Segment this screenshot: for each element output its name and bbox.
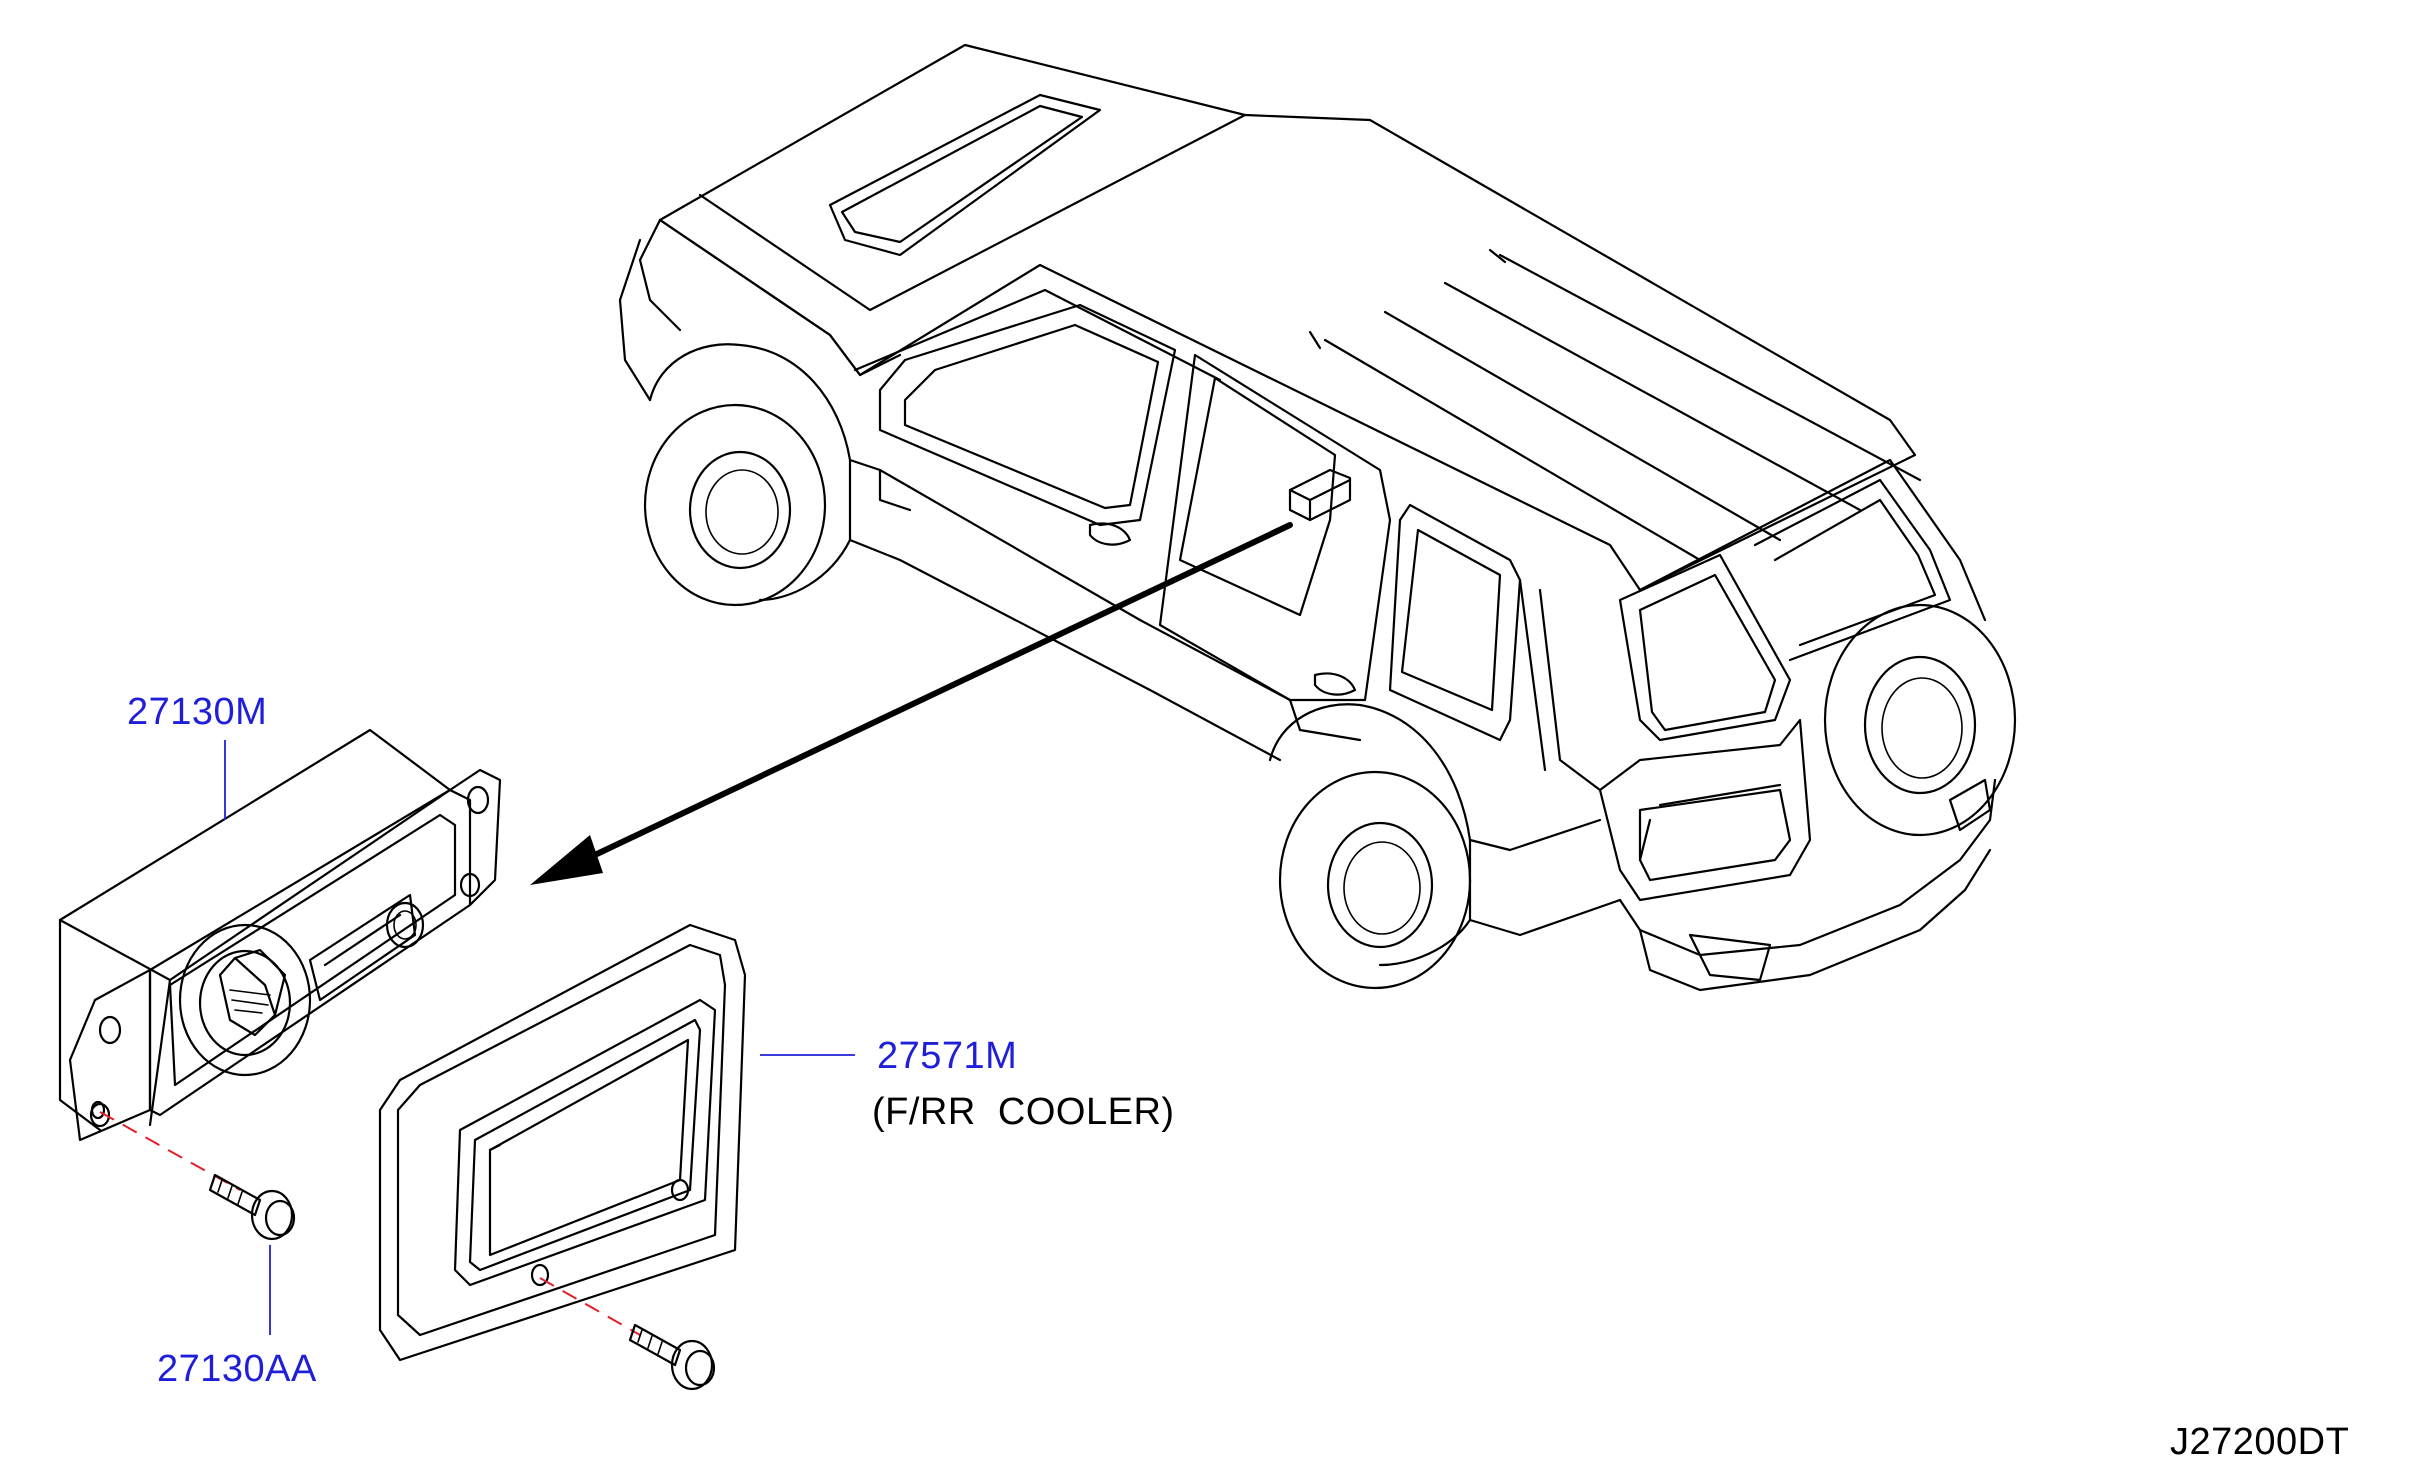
part-label-27571M: 27571M (877, 1035, 1018, 1077)
screw-27130AA (208, 1173, 296, 1241)
part-note-27571M: (F/RR COOLER) (872, 1091, 1175, 1133)
bezel-27571M (378, 923, 747, 1362)
part-label-27130M: 27130M (127, 691, 268, 733)
screw-bezel (628, 1323, 716, 1391)
vehicle-illustration (618, 43, 2017, 992)
drawing-code: J27200DT (2170, 1421, 2350, 1463)
control-unit-27130M (58, 728, 502, 1142)
assembly-line-right (539, 1277, 641, 1336)
part-label-27130AA: 27130AA (157, 1348, 317, 1390)
pointer-arrow (530, 522, 1293, 885)
